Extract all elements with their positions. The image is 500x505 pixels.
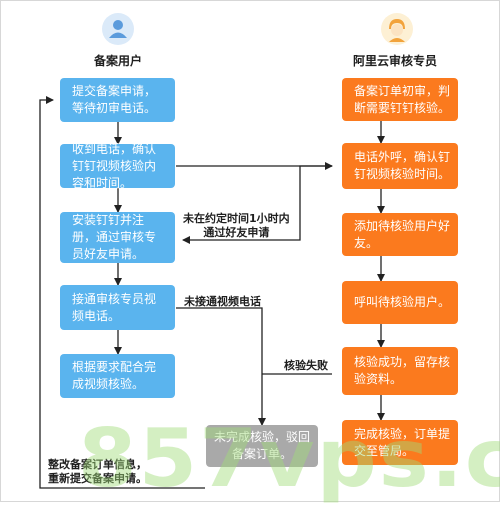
arrow-right-to-left3 <box>182 165 332 244</box>
reviewer-avatar <box>381 13 413 49</box>
user-icon <box>102 13 134 45</box>
user-step-confirm-call: 收到电话，确认钉钉视频核验内容和时间。 <box>60 142 175 190</box>
reviewer-step-outbound-call: 电话外呼，确认钉钉视频核验时间。 <box>342 143 458 189</box>
reviewer-step-add-friend: 添加待核验用户好友。 <box>342 213 458 256</box>
user-step-submit: 提交备案申请，等待初审电话。 <box>60 78 175 122</box>
arrow-not-connected <box>176 307 266 426</box>
label-not-connected: 未接通视频电话 <box>184 295 261 308</box>
reviewer-step-call-user: 呼叫待核验用户。 <box>342 281 458 324</box>
arrow-resubmit-loop <box>39 96 205 489</box>
reviewer-step-submit-bureau: 完成核验，订单提交至管局。 <box>342 420 458 465</box>
role-reviewer: 阿里云审核专员 <box>352 54 437 68</box>
label-resubmit: 整改备案订单信息， 重新提交备案申请。 <box>48 458 147 485</box>
role-user: 备案用户 <box>93 54 142 68</box>
reviewer-step-verify-success: 核验成功，留存核验资料。 <box>342 347 458 395</box>
reviewer-icon <box>381 13 413 45</box>
reject-node: 未完成核验，驳回备案订单。 <box>206 425 318 467</box>
label-not-accepted: 未在约定时间1小时内 通过好友申请 <box>183 212 290 239</box>
user-step-answer-video: 接通审核专员视频电话。 <box>60 285 175 330</box>
user-step-cooperate: 根据要求配合完成视频核验。 <box>60 354 175 398</box>
reviewer-step-initial-review: 备案订单初审，判断需要钉钉核验。 <box>342 78 458 121</box>
user-avatar <box>102 13 134 49</box>
label-failed: 核验失败 <box>284 359 328 372</box>
user-step-install-dingtalk: 安装钉钉并注册，通过审核专员好友申请。 <box>60 212 175 263</box>
